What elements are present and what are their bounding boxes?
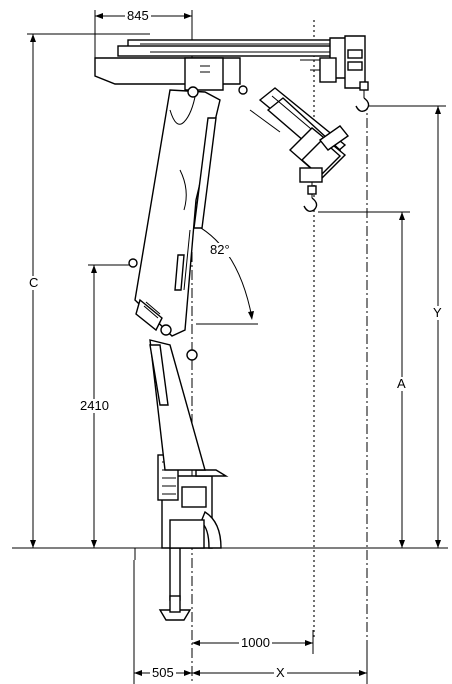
boom-head: [94, 57, 248, 98]
hook-extended: [355, 81, 370, 113]
main-boom: [128, 89, 221, 361]
dimension-y-label: Y: [431, 305, 444, 320]
dimension-505-label: 505: [150, 665, 176, 680]
dimension-2410-label: 2410: [78, 398, 111, 413]
crane-pillar: [149, 339, 206, 471]
dimension-845-label: 845: [125, 8, 151, 23]
dimension-x-label: X: [274, 665, 287, 680]
dimension-c: [30, 34, 36, 548]
hook-retracted: [303, 182, 318, 213]
dimension-y: [435, 106, 441, 548]
dimension-c-label: C: [27, 275, 41, 290]
crane-base: [157, 454, 229, 549]
telescopic-boom-angled: [249, 87, 350, 183]
dimension-1000-label: 1000: [239, 635, 272, 650]
boom-angle-label: 82°: [208, 242, 232, 257]
dimension-a-label: A: [395, 376, 408, 391]
